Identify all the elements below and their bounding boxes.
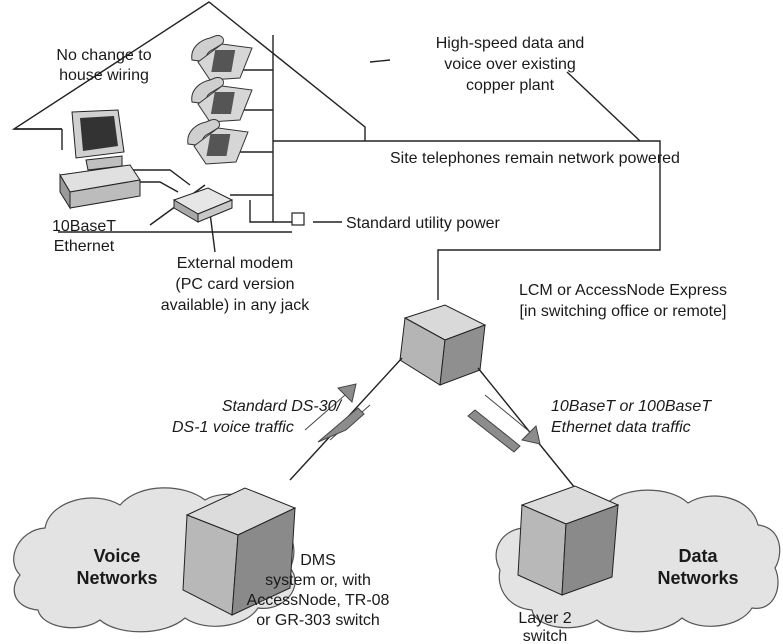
copper-note-line3: copper plant — [466, 77, 555, 94]
layer2-label-line1: Layer 2 — [518, 610, 571, 627]
house-wiring-note-line1: No change to — [56, 47, 151, 64]
copper-callout-1 — [369, 59, 391, 63]
dms-label-line1: DMS — [300, 552, 336, 569]
dms-label-line4: or GR-303 switch — [256, 612, 380, 629]
house-wiring-note-line2: house wiring — [59, 67, 149, 84]
telephone-icon — [191, 77, 253, 123]
computer-icon — [59, 109, 141, 210]
lcm-label-line1: LCM or AccessNode Express — [519, 282, 727, 299]
voice-cloud-label-line2: Networks — [76, 568, 157, 588]
data-cloud-label-line1: Data — [678, 546, 718, 566]
modem-label-line2: (PC card version — [175, 276, 294, 293]
data-traffic-label-line2: Ethernet data traffic — [551, 419, 691, 436]
ethernet-label-line2: Ethernet — [54, 238, 115, 255]
dms-label-line3: AccessNode, TR-08 — [247, 592, 390, 609]
data-link — [477, 367, 576, 489]
voice-cloud-label-line1: Voice — [94, 546, 141, 566]
dms-label-line2: system or, with — [265, 572, 371, 589]
lcm-label-line2: [in switching office or remote] — [520, 303, 727, 320]
copper-note-line2: voice over existing — [444, 56, 576, 73]
telephone-icon — [191, 35, 253, 81]
layer2-switch-box — [517, 485, 620, 596]
telephone-icon — [187, 119, 249, 165]
copper-note-line1: High-speed data and — [436, 35, 585, 52]
powered-note: Site telephones remain network powered — [390, 150, 680, 167]
dms-switch-box — [182, 487, 297, 616]
data-traffic-label-line1: 10BaseT or 100BaseT — [551, 398, 712, 415]
data-traffic-arrows — [467, 394, 541, 453]
power-wire — [249, 200, 292, 223]
modem-label-line3: available) in any jack — [161, 297, 311, 314]
voice-traffic-label-line2: DS-1 voice traffic — [172, 419, 294, 436]
power-label: Standard utility power — [346, 215, 501, 232]
ethernet-label-line1: 10BaseT — [52, 218, 116, 235]
modem-label-line1: External modem — [177, 255, 294, 272]
data-cloud-label-line2: Networks — [657, 568, 738, 588]
copper-line — [273, 140, 661, 300]
modem-icon — [172, 187, 234, 223]
power-outlet-icon — [291, 212, 305, 226]
modem-callout — [209, 212, 216, 253]
voice-traffic-label-line1: Standard DS-30/ — [222, 398, 343, 415]
layer2-label-line2: switch — [523, 628, 567, 644]
copper-callout-2 — [566, 71, 641, 142]
lcm-node-box — [399, 304, 487, 386]
pc-modem-cable — [128, 169, 191, 186]
voice-traffic-arrows — [304, 383, 371, 443]
